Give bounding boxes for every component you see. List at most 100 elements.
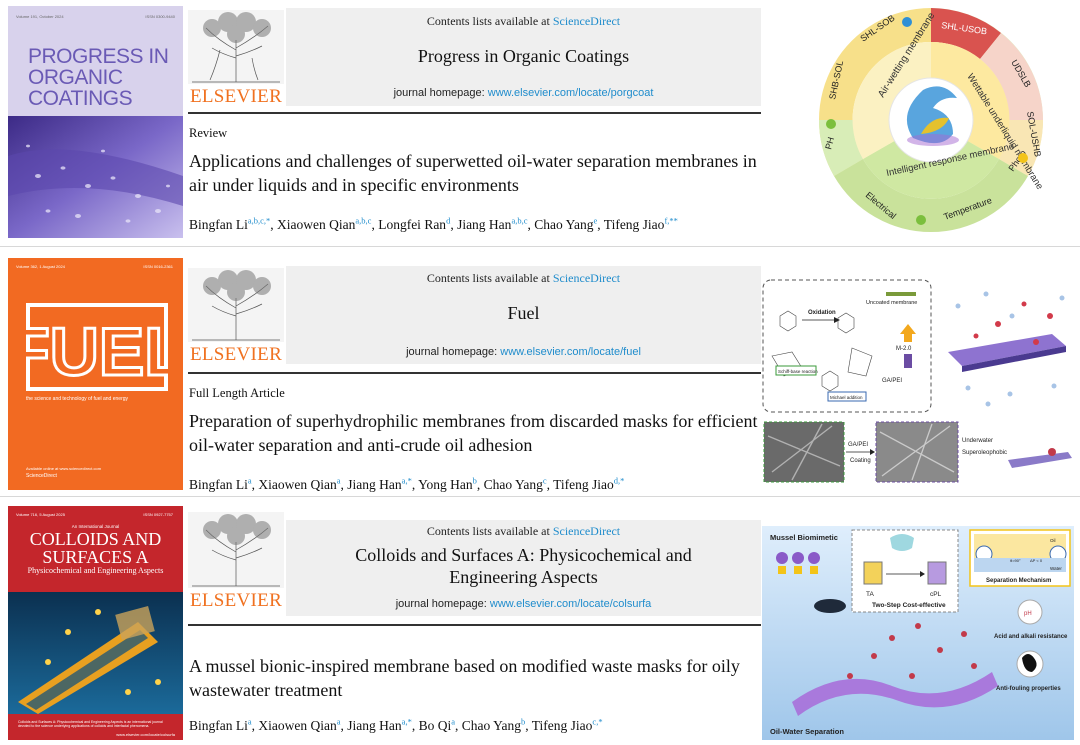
svg-text:GA/PEI: GA/PEI [882,378,902,384]
svg-text:Oil-Water Separation: Oil-Water Separation [770,727,844,736]
author[interactable]: Yong Hanb, [418,475,484,492]
cover-foot-note: Available online at www.sciencedirect.co… [26,466,102,471]
mussel-shell-icon [814,599,846,613]
arrow-up-icon [900,324,916,342]
cover-issn: ISSN 0300-9440 [145,14,175,19]
header-rule [188,112,761,114]
author[interactable]: Jiang Hana,*, [347,716,419,733]
author[interactable]: Bingfan Lia, [189,716,259,733]
svg-text:Oxidation: Oxidation [808,310,836,316]
ph-droplet-icon [1017,599,1043,625]
svg-text:Two-Step Cost-effective: Two-Step Cost-effective [872,602,946,609]
article-title: A mussel bionic-inspired membrane based … [189,656,740,700]
contents-available-line: Contents lists available at ScienceDirec… [426,271,621,285]
svg-text:Michael addition: Michael addition [830,395,863,400]
ph-icon [826,119,836,129]
cover-issn: ISSN 0016-2361 [143,264,173,269]
journal-title: Colloids and Surfaces A: Physicochemical… [355,545,692,587]
author[interactable]: Xiaowen Qiana, [258,475,348,492]
journal-header-band: Contents lists available at ScienceDirec… [286,266,761,364]
author[interactable]: Chao Yangb, [461,716,532,733]
sciencedirect-link[interactable]: ScienceDirect [552,524,621,538]
journal-header-band: Contents lists available at ScienceDirec… [286,8,761,106]
droplet-icon [902,17,912,27]
fuel-logo: FUEL [26,303,168,391]
header-rule [188,372,761,374]
article-title: Preparation of superhydrophilic membrane… [189,411,758,455]
outer-ring-red [931,8,1001,59]
journal-cover-fuel: Volume 362, 1 August 2024 ISSN 0016-2361… [8,258,183,490]
author-list: Bingfan Lia,b,c,*, Xiaowen Qiana,b,c, Lo… [189,210,769,235]
article-type: Review [189,126,228,140]
sun-icon [1018,153,1028,163]
author-list: Bingfan Lia, Xiaowen Qiana, Jiang Hana,*… [189,470,769,495]
svg-text:Superoleophobic: Superoleophobic [962,450,1007,456]
cover-title: COLLOIDS AND SURFACES A [29,529,162,567]
row-separator [0,246,1080,247]
journal-homepage: journal homepage: www.elsevier.com/locat… [393,87,654,99]
homepage-link[interactable]: www.elsevier.com/locate/colsurfa [489,598,652,610]
sciencedirect-link[interactable]: ScienceDirect [552,271,621,285]
author[interactable]: Bingfan Lia, [189,475,259,492]
svg-text:TA: TA [866,591,874,598]
svg-text:Oil: Oil [1050,538,1056,543]
elsevier-tree-icon [188,268,284,342]
svg-text:Anti-fouling properties: Anti-fouling properties [996,686,1061,692]
elsevier-wordmark: ELSEVIER [189,344,283,365]
author-list: Bingfan Lia, Xiaowen Qiana, Jiang Hana,*… [189,711,769,736]
svg-text:Schiff-base reaction: Schiff-base reaction [778,369,818,374]
header-rule [188,624,761,626]
cover-url: www.elsevier.com/locate/colsurfa [116,732,175,737]
cover-volume: Volume 716, 5 August 2025 [16,512,65,517]
outer-label: PH [823,136,836,151]
journal-homepage: journal homepage: www.elsevier.com/locat… [406,346,641,358]
author[interactable]: Tifeng Jiaod,* [553,475,625,492]
author[interactable]: Bingfan Lia,b,c,*, [189,215,278,232]
cover-foot-note: Colloids and Surfaces A: Physicochemical… [18,720,163,728]
author[interactable]: Bo Qia, [418,716,462,733]
outer-ring-bottom [834,159,1028,233]
bulb-icon [916,215,926,225]
author[interactable]: Chao Yange, [534,215,604,232]
svg-text:pH: pH [1024,611,1032,617]
elsevier-tree-icon [188,10,284,84]
homepage-link[interactable]: www.elsevier.com/locate/fuel [500,346,641,358]
author[interactable]: Jiang Hana,*, [347,475,419,492]
elsevier-logo: ELSEVIER [188,512,284,611]
journal-cover-colsurfa: Volume 716, 5 August 2025 ISSN 0927-7757… [8,506,183,740]
svg-text:θ=90°: θ=90° [1010,558,1021,563]
homepage-link[interactable]: www.elsevier.com/locate/porgcoat [487,87,654,99]
article-type: Full Length Article [189,386,285,400]
journal-title: Progress in Organic Coatings [417,46,630,66]
author[interactable]: Tifeng Jiaoc,* [531,716,603,733]
svg-text:M-2.0: M-2.0 [896,346,912,352]
author[interactable]: Chao Yangc, [483,475,554,492]
svg-text:ΔP < 0: ΔP < 0 [1030,558,1043,563]
journal-header-band: Contents lists available at ScienceDirec… [286,520,761,616]
cover-volume: Volume 362, 1 August 2024 [16,264,65,269]
elsevier-wordmark: ELSEVIER [189,86,283,107]
article-title: Applications and challenges of superwett… [189,151,757,195]
graphical-abstract-wheel: Air-wetting membrane Wettable underliqui… [818,8,1045,233]
sciencedirect-link[interactable]: ScienceDirect [552,14,621,28]
svg-text:GA/PEI: GA/PEI [848,442,868,448]
cover-volume: Volume 191, October 2024 [16,14,64,19]
author[interactable]: Xiaowen Qiana, [258,716,348,733]
elsevier-tree-icon [188,512,284,588]
journal-homepage: journal homepage: www.elsevier.com/locat… [395,598,652,610]
author[interactable]: Longfei Rand, [378,215,458,232]
elsevier-logo: ELSEVIER [188,268,284,365]
graphical-abstract-fuel: Oxidation Uncoated membrane M-2.0 GA/PEI… [762,279,1072,483]
cover-subtitle: Physicochemical and Engineering Aspects [27,566,164,575]
svg-text:cPL: cPL [930,591,942,598]
svg-text:Mussel Biomimetic: Mussel Biomimetic [770,533,838,542]
author[interactable]: Tifeng Jiaof,** [603,215,678,232]
author[interactable]: Xiaowen Qiana,b,c, [277,215,379,232]
cover-artwork-image [8,592,183,714]
svg-text:Separation Mechanism: Separation Mechanism [986,578,1051,584]
cover-issn: ISSN 0927-7757 [143,512,173,517]
cover-sciencedirect: ScienceDirect [26,473,57,479]
svg-text:Acid and alkali resistance: Acid and alkali resistance [994,634,1068,640]
author[interactable]: Jiang Hana,b,c, [457,215,535,232]
svg-text:Coating: Coating [850,458,871,464]
